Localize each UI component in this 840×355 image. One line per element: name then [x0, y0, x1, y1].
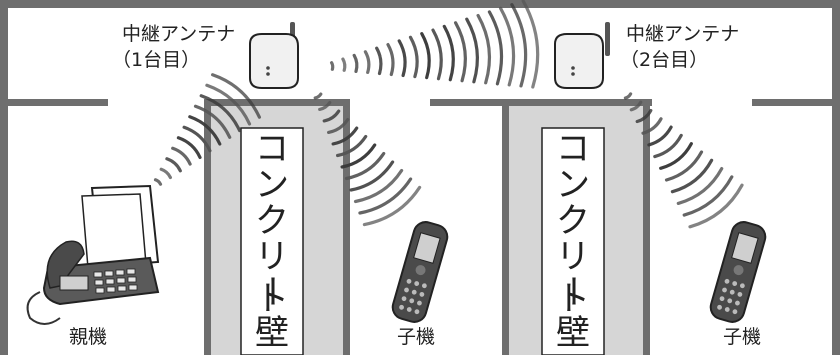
radio-wave-icon — [353, 168, 404, 204]
concrete-wall-2 — [502, 99, 650, 355]
radio-wave-icon — [153, 178, 163, 186]
wall-2-char: リ — [556, 237, 590, 277]
radio-wave-icon — [344, 151, 386, 181]
radio-wave-icon — [676, 167, 724, 205]
radio-wave-icon — [408, 35, 419, 79]
cordless-handset-icon — [391, 221, 449, 323]
repeater-1-name: 中継アンテナ — [122, 23, 235, 45]
radio-wave-icon — [313, 92, 323, 100]
radio-wave-icon — [664, 150, 704, 182]
radio-wave-icon — [420, 32, 431, 80]
radio-wave-icon — [442, 24, 455, 82]
radio-wave-icon — [322, 109, 341, 123]
radio-wave-icon — [362, 185, 422, 227]
radio-wave-icon — [375, 46, 383, 76]
radio-wave-icon — [635, 108, 653, 124]
radio-wave-icon — [318, 101, 332, 111]
repeater-1-number: （1台目） — [112, 49, 200, 71]
radio-wave-icon — [349, 160, 395, 192]
radio-wave-icon — [659, 142, 693, 170]
concrete-wall-1 — [204, 99, 350, 355]
radio-wave-icon — [182, 125, 212, 153]
radio-wave-icon — [510, 3, 528, 88]
wall-1-label: コ ン ク リ ー ト 壁 — [251, 129, 291, 353]
radio-wave-icon — [159, 167, 172, 180]
radio-wave-icon — [688, 183, 744, 229]
cordless-handset-icon — [709, 221, 767, 323]
radio-wave-icon — [358, 177, 413, 215]
radio-wave-icon — [454, 21, 467, 83]
radio-wave-icon — [682, 175, 734, 217]
radio-wave-icon — [176, 136, 202, 159]
radio-wave-icon — [327, 118, 350, 134]
radio-wave-icon — [499, 6, 516, 87]
radio-wave-icon — [476, 13, 492, 85]
radio-waves — [153, 0, 744, 229]
wall-1-char: 壁 — [255, 313, 289, 353]
radio-wave-icon — [193, 104, 232, 139]
radio-wave-icon — [397, 39, 407, 78]
radio-wave-icon — [629, 100, 643, 112]
wall-1-char: ン — [255, 165, 289, 205]
handset-1-label: 子機 — [397, 326, 435, 348]
radio-wave-icon — [641, 117, 663, 135]
radio-wave-icon — [670, 158, 714, 194]
radio-wave-icon — [171, 146, 192, 166]
radio-wave-icon — [465, 17, 479, 84]
radio-wave-icon — [352, 53, 359, 73]
repeater-antenna-icon — [249, 22, 299, 89]
radio-wave-icon — [331, 126, 359, 146]
repeater-antenna-icon — [554, 22, 610, 89]
repeater-2-name: 中継アンテナ — [626, 23, 739, 45]
radio-wave-icon — [165, 157, 182, 173]
wall-2-label: コ ン ク リ ー ト 壁 — [552, 129, 592, 353]
base-unit-label: 親機 — [69, 326, 107, 348]
wall-2-char: 壁 — [556, 313, 590, 353]
radio-wave-icon — [521, 0, 540, 89]
radio-wave-icon — [647, 125, 673, 147]
radio-wave-icon — [341, 57, 347, 72]
radio-wave-icon — [623, 92, 633, 100]
radio-wave-icon — [188, 115, 222, 146]
radio-wave-icon — [199, 94, 242, 133]
wall-2-char: コ — [556, 129, 590, 169]
radio-wave-icon — [340, 143, 377, 169]
wall-1-char: ト — [255, 279, 289, 319]
radio-wave-icon — [205, 83, 252, 126]
radio-wave-icon — [330, 61, 335, 71]
handset-2-label: 子機 — [723, 326, 761, 348]
wall-1-char: ー — [251, 274, 291, 308]
wall-1-char: ク — [255, 201, 289, 241]
fax-base-unit-icon — [26, 184, 160, 325]
radio-wave-icon — [487, 10, 504, 86]
radio-wave-icon — [653, 133, 683, 159]
radio-wave-icon — [386, 43, 395, 77]
radio-wave-icon — [363, 50, 371, 74]
radio-wave-icon — [431, 28, 443, 81]
wall-1-char: コ — [255, 129, 289, 169]
wall-2-char: ト — [556, 279, 590, 319]
wall-2-char: ー — [552, 274, 592, 308]
repeater-2-number: （2台目） — [620, 49, 708, 71]
wall-2-char: ン — [556, 165, 590, 205]
radio-wave-icon — [211, 73, 261, 119]
wall-1-char: リ — [255, 237, 289, 277]
radio-wave-icon — [336, 134, 368, 158]
wall-2-char: ク — [556, 201, 590, 241]
